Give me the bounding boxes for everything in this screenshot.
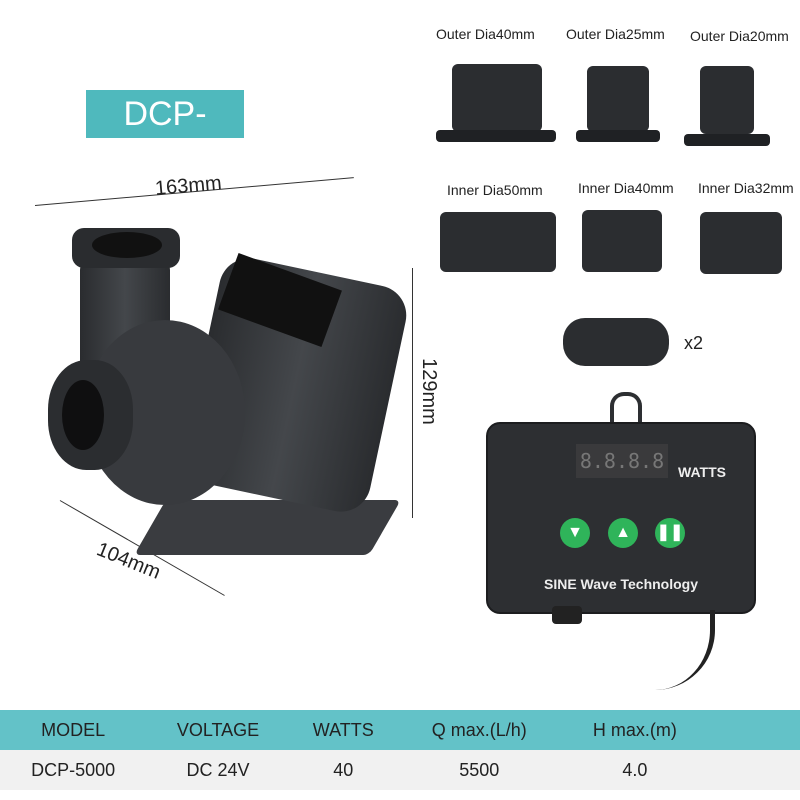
triangle-down-icon: ▼ (567, 524, 583, 541)
inner-dia40-fitting (582, 210, 662, 272)
hanging-loop (610, 392, 642, 424)
fitting-flange (436, 130, 556, 142)
header-spacer (708, 710, 800, 750)
model-badge: DCP-5000 (86, 90, 244, 181)
cell-voltage: DC 24V (146, 750, 290, 790)
header-watts: WATTS (289, 710, 397, 750)
fitting-flange (684, 134, 770, 146)
header-model: MODEL (0, 710, 147, 750)
triangle-up-icon: ▲ (615, 524, 631, 541)
header-qmax: Q max.(L/h) (396, 710, 562, 750)
outer-dia20-fitting (700, 66, 754, 134)
cell-spacer (708, 750, 800, 790)
display-unit: WATTS (678, 464, 726, 480)
fitting-label: Inner Dia50mm (447, 182, 543, 198)
cell-qmax: 5500 (396, 750, 562, 790)
down-button[interactable]: ▼ (560, 518, 590, 548)
header-voltage: VOLTAGE (146, 710, 290, 750)
height-dimension-line (412, 268, 413, 518)
outer-dia40-fitting (452, 64, 542, 132)
up-button[interactable]: ▲ (608, 518, 638, 548)
power-cable (600, 610, 715, 690)
locking-nut (563, 318, 669, 366)
outer-dia25-fitting (587, 66, 649, 132)
fitting-flange (576, 130, 660, 142)
led-display: 8.8.8.8 (576, 444, 668, 478)
table-row: DCP-5000 DC 24V 40 5500 4.0 (0, 750, 800, 790)
power-port (552, 606, 582, 624)
spec-table: MODEL VOLTAGE WATTS Q max.(L/h) H max.(m… (0, 710, 800, 790)
cell-model: DCP-5000 (0, 750, 147, 790)
pause-button[interactable]: ❚❚ (655, 518, 685, 548)
pause-icon: ❚❚ (656, 524, 684, 541)
fitting-label: Outer Dia25mm (566, 26, 665, 42)
cell-hmax: 4.0 (561, 750, 708, 790)
length-label: 163mm (154, 172, 223, 200)
pump-controller: 8.8.8.8 WATTS ▼ ▲ ❚❚ SINE Wave Technolog… (486, 422, 756, 614)
fitting-label: Outer Dia40mm (436, 26, 535, 42)
header-hmax: H max.(m) (561, 710, 708, 750)
inner-dia32-fitting (700, 212, 782, 274)
fitting-label: Inner Dia40mm (578, 180, 674, 196)
brand-text: SINE Wave Technology (543, 576, 699, 592)
spec-header-row: MODEL VOLTAGE WATTS Q max.(L/h) H max.(m… (0, 710, 800, 750)
height-label: 129mm (417, 358, 440, 425)
nut-quantity: x2 (684, 333, 704, 353)
fitting-label: Inner Dia32mm (698, 180, 794, 196)
cell-watts: 40 (289, 750, 397, 790)
inner-dia50-fitting (440, 212, 556, 272)
fitting-label: Outer Dia20mm (690, 28, 789, 44)
